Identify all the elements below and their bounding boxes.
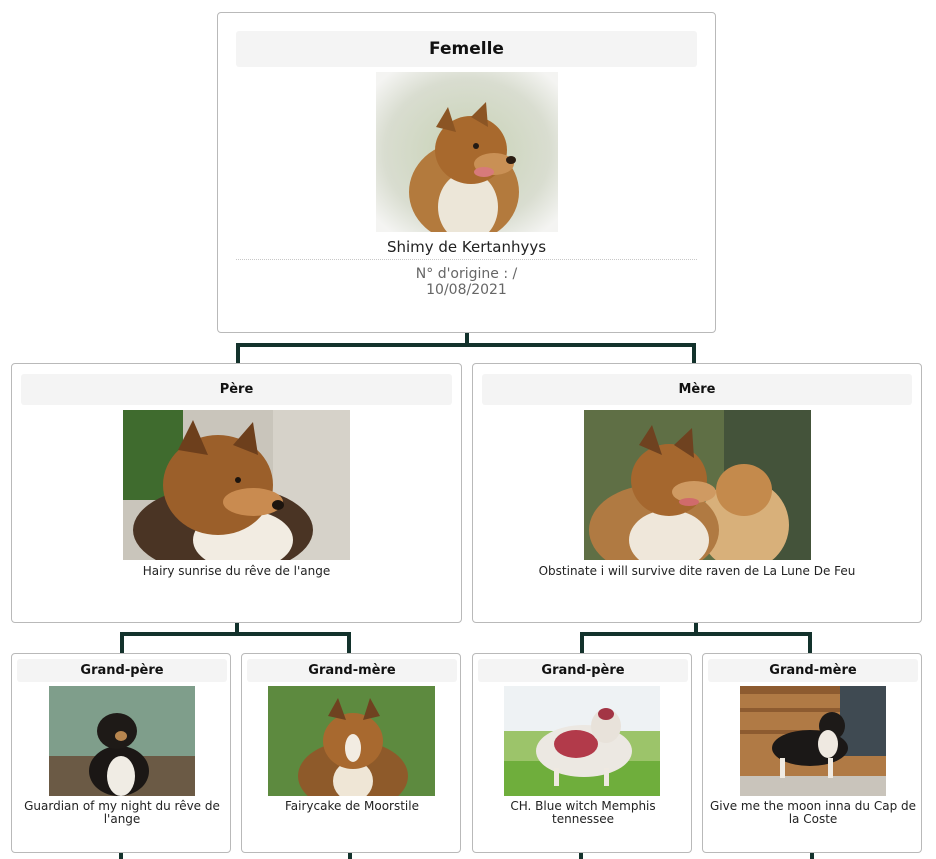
connector-gm2-down: [810, 853, 814, 859]
connector-mother-down: [694, 622, 698, 634]
dog-photo[interactable]: [504, 686, 660, 796]
dog-name[interactable]: CH. Blue witch Memphis tennessee: [510, 799, 656, 826]
connector-to-gm1: [347, 632, 351, 654]
pedigree-card-grandmother-paternal[interactable]: Grand-mère Fairycake de Moorstile: [241, 653, 461, 853]
card-header: Grand-mère: [708, 659, 918, 682]
connector-to-gm2: [808, 632, 812, 654]
dog-photo[interactable]: [268, 686, 435, 796]
connector-root-horizontal: [236, 343, 696, 347]
dog-photo[interactable]: [49, 686, 195, 796]
dog-name[interactable]: Hairy sunrise du rêve de l'ange: [142, 564, 331, 578]
role-label: Grand-mère: [769, 663, 857, 678]
role-label: Père: [219, 382, 254, 397]
card-header: Grand-père: [17, 659, 227, 682]
dog-name[interactable]: Give me the moon inna du Cap de la Coste: [709, 799, 917, 826]
pedigree-card-grandfather-maternal[interactable]: Grand-père CH. Blue witch Memphis tennes…: [472, 653, 692, 853]
connector-to-father: [236, 343, 240, 364]
pedigree-card-grandfather-paternal[interactable]: Grand-père Guardian of my night du rêve …: [11, 653, 231, 853]
card-header: Grand-mère: [247, 659, 457, 682]
card-header: Père: [21, 374, 452, 405]
connector-father-horizontal: [120, 632, 351, 636]
birth-date: 10/08/2021: [426, 282, 507, 298]
card-header: Femelle: [236, 31, 697, 67]
role-label: Grand-père: [541, 663, 625, 678]
card-header: Mère: [482, 374, 912, 405]
connector-gp2-down: [579, 853, 583, 859]
dog-photo[interactable]: [740, 686, 886, 796]
pedigree-card-father[interactable]: Père Hairy sunrise du rêve de l'ange: [11, 363, 462, 623]
pedigree-card-root[interactable]: Femelle Shimy de Kertanhyys N° d'origin: [217, 12, 716, 333]
connector-gp1-down: [119, 853, 123, 859]
pedigree-card-mother[interactable]: Mère Obstinate i will survive dite raven…: [472, 363, 922, 623]
origin-number: N° d'origine : /: [415, 266, 518, 282]
dog-photo[interactable]: [123, 410, 350, 560]
dog-name[interactable]: Guardian of my night du rêve de l'ange: [24, 799, 220, 826]
role-label: Mère: [678, 382, 716, 397]
separator: [236, 259, 697, 260]
dog-photo[interactable]: [376, 72, 558, 232]
connector-to-gp1: [120, 632, 124, 654]
card-header: Grand-père: [478, 659, 688, 682]
role-label: Grand-mère: [308, 663, 396, 678]
connector-mother-horizontal: [580, 632, 812, 636]
dog-name[interactable]: Shimy de Kertanhyys: [386, 238, 547, 256]
role-label: Femelle: [429, 39, 504, 59]
connector-root-down: [465, 332, 469, 346]
connector-to-gp2: [580, 632, 584, 654]
pedigree-card-grandmother-maternal[interactable]: Grand-mère Give me the moon inna du Cap …: [702, 653, 922, 853]
dog-name[interactable]: Fairycake de Moorstile: [285, 799, 419, 813]
dog-name[interactable]: Obstinate i will survive dite raven de L…: [538, 564, 856, 578]
connector-father-down: [235, 622, 239, 634]
role-label: Grand-père: [80, 663, 164, 678]
dog-photo[interactable]: [584, 410, 811, 560]
connector-to-mother: [692, 343, 696, 364]
connector-gm1-down: [348, 853, 352, 859]
